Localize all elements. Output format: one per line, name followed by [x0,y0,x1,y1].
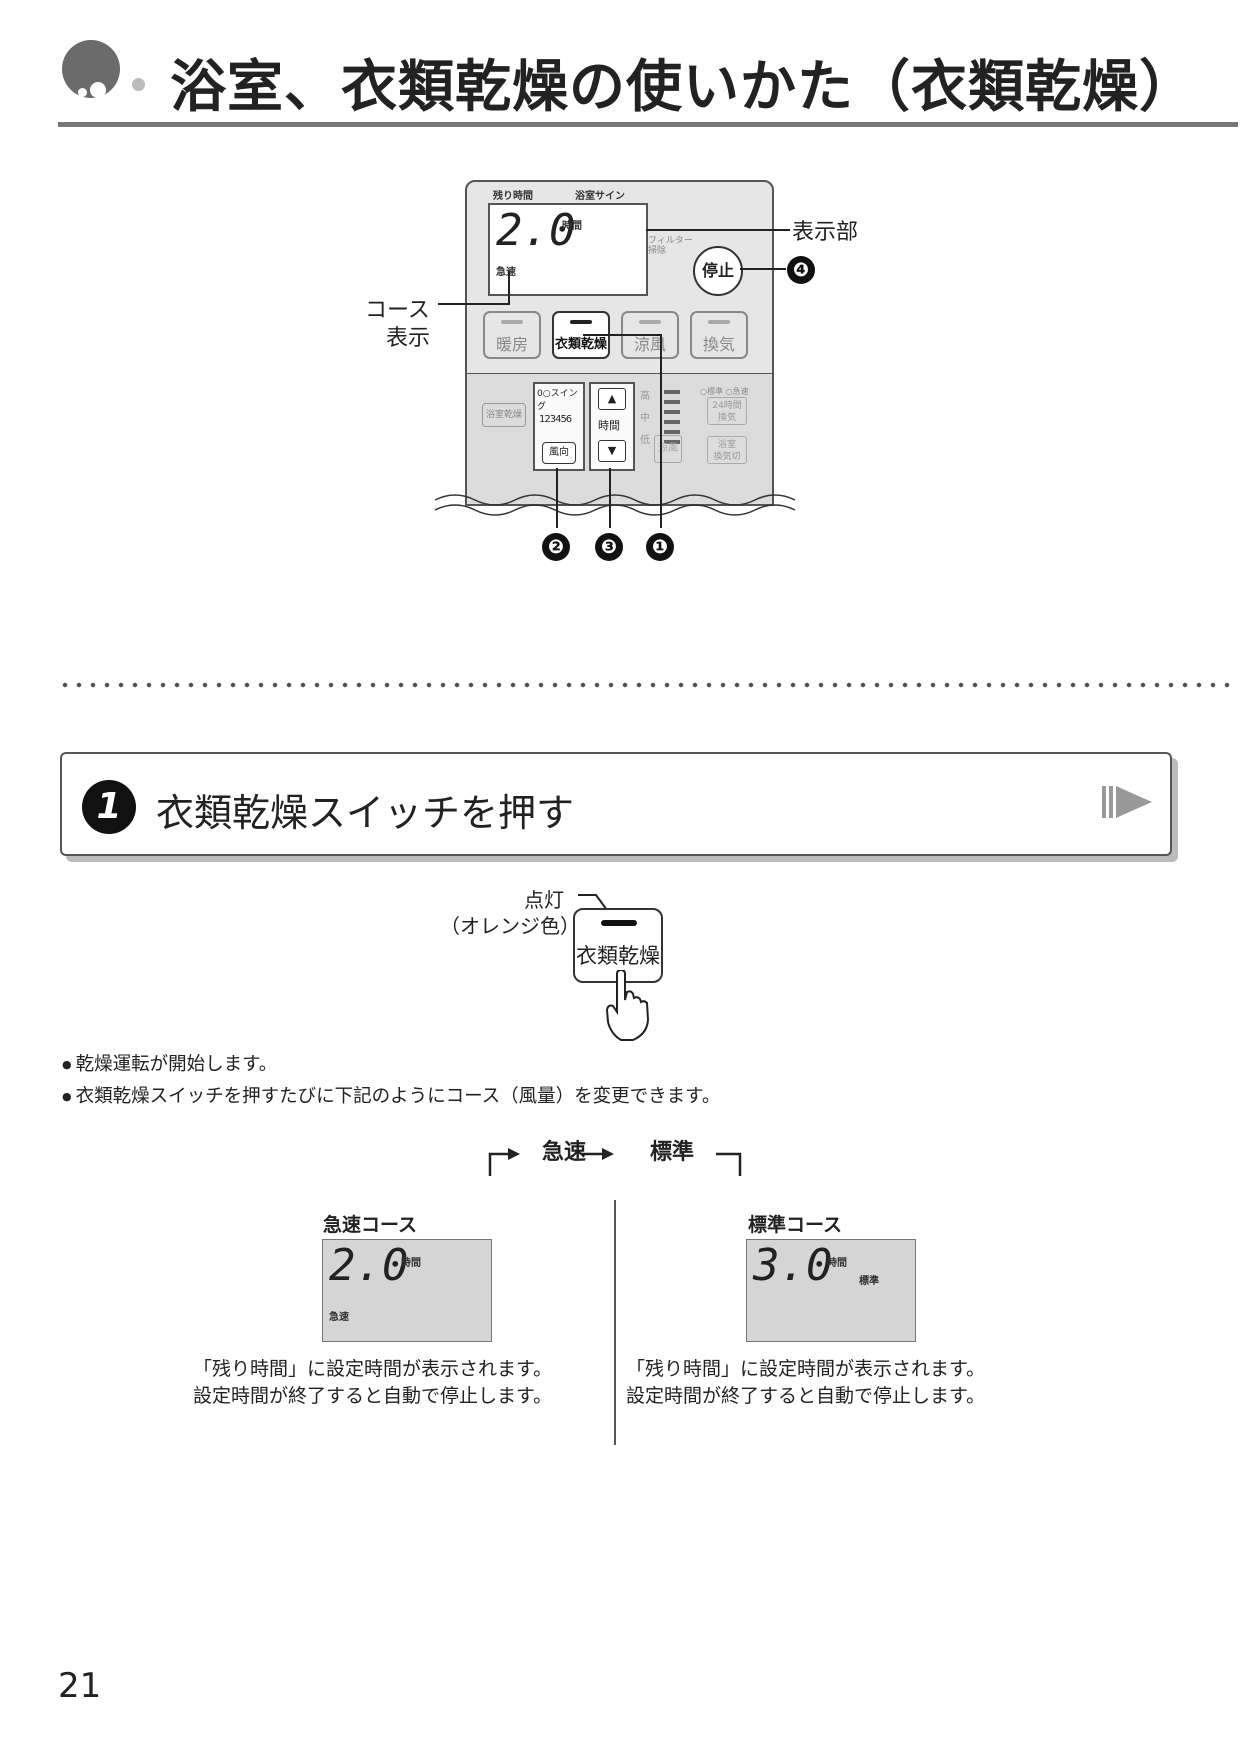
title-bullet-icon [62,40,120,98]
lcd-display: 2.0 時間 急速 [488,203,648,296]
lcd-standard: 3.0 時間 標準 [746,1239,916,1342]
panel-cut-wave [434,494,796,516]
desc-standard-1: 「残り時間」に設定時間が表示されます。 [626,1358,986,1380]
lcd-time: 2.0 [496,205,576,256]
callout-line-1-v [660,334,662,528]
course-title-standard: 標準コース [748,1214,843,1236]
course-title-rapid: 急速コース [323,1214,418,1236]
swing-group: 0○スイング 123456 風向 [533,382,585,471]
bath-vent-off-button[interactable]: 浴室 換気切 [707,436,747,464]
time-group: ▲ 時間 ▼ [589,382,635,471]
callout-1: ❶ [646,533,674,561]
dotted-divider [58,682,1238,688]
bullet-1: 乾燥運転が開始します。 [62,1050,278,1076]
finger-press-icon [605,970,650,1041]
ventilation-button[interactable]: 換気 [690,311,748,359]
lcd-filter-label: フィルター 掃除 [648,236,693,256]
level-labels: 高中低 [640,391,650,446]
callout-line-2 [556,468,558,528]
level-indicator [664,390,680,446]
callout-4: ❹ [787,256,815,284]
heating-button[interactable]: 暖房 [483,311,541,359]
callout-2: ❷ [542,533,570,561]
callout-course-l1: コース [365,298,430,323]
callout-line-3 [609,468,611,528]
clothes-dry-switch-illustration: 衣類乾燥 [573,908,663,983]
lcd-label-sign: 浴室サイン [575,191,625,202]
step-box [60,752,1172,856]
mode-labels: ○標準 ○急速 [700,387,749,396]
cycle-rapid: 急速 [542,1140,587,1165]
desc-rapid-1: 「残り時間」に設定時間が表示されます。 [193,1358,553,1380]
time-down-button[interactable]: ▼ [598,440,626,462]
bath-dry-button[interactable]: 浴室乾燥 [482,403,526,427]
lcd-course: 急速 [496,267,516,278]
cycle-standard: 標準 [650,1140,695,1165]
callout-line-1-h [583,334,661,336]
ventilation-24h-button[interactable]: 24時間 換気 [707,397,747,425]
callout-3: ❸ [595,533,623,561]
step-text: 衣類乾燥スイッチを押す [156,791,575,835]
callout-course-l2: 表示 [386,326,431,351]
lcd-rapid: 2.0 時間 急速 [322,1239,492,1342]
page-number: 21 [58,1666,102,1706]
course-divider [614,1200,616,1445]
stop-button[interactable]: 停止 [693,246,743,296]
desc-standard-2: 設定時間が終了すると自動で停止します。 [626,1385,986,1407]
course-cycle-diagram [488,1148,742,1176]
page-title: 浴室、衣類乾燥の使いかた（衣類乾燥） [170,55,1196,120]
title-rule [58,122,1238,127]
bullet-2: 衣類乾燥スイッチを押すたびに下記のようにコース（風量）を変更できます。 [62,1082,721,1108]
spray-button[interactable]: 涼風 [654,435,682,463]
time-up-button[interactable]: ▲ [598,388,626,410]
cool-air-button[interactable]: 涼風 [621,311,679,359]
lcd-label-remaining: 残り時間 [493,191,533,202]
callout-line-course-v [508,270,510,305]
desc-rapid-2: 設定時間が終了すると自動で停止します。 [193,1385,553,1407]
callout-line-stop [740,268,786,270]
callout-display: 表示部 [792,220,859,245]
clothes-dry-button[interactable]: 衣類乾燥 [552,311,610,359]
callout-line-course-h [438,303,510,305]
next-arrow-icon [1102,786,1152,818]
lit-note: （オレンジ色） [440,914,580,938]
lcd-time-unit: 時間 [562,221,582,232]
wind-direction-button[interactable]: 風向 [542,442,576,464]
callout-line-display [646,229,790,231]
step-number: 1 [82,780,136,834]
title-dot-icon [132,78,145,91]
lit-label: 点灯 [524,888,564,912]
